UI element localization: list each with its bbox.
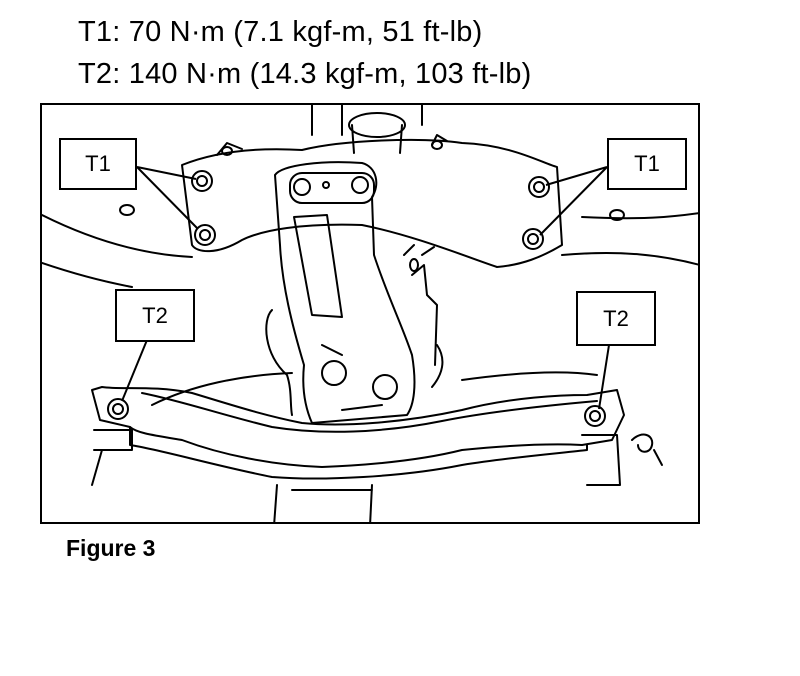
callout-t2-right: T2 [576, 291, 656, 346]
callout-leaders [121, 166, 610, 410]
figure-caption: Figure 3 [66, 535, 156, 561]
callout-t2-left: T2 [115, 289, 195, 342]
torque-spec-t2: T2: 140 N·m (14.3 kgf-m, 103 ft-lb) [78, 58, 532, 90]
figure-frame: T1 T1 T2 T2 [40, 103, 700, 524]
callout-t1-right: T1 [607, 138, 687, 190]
torque-spec-t1: T1: 70 N·m (7.1 kgf-m, 51 ft-lb) [78, 16, 483, 48]
callout-t1-left: T1 [59, 138, 137, 190]
crossmember-illustration [42, 105, 698, 522]
